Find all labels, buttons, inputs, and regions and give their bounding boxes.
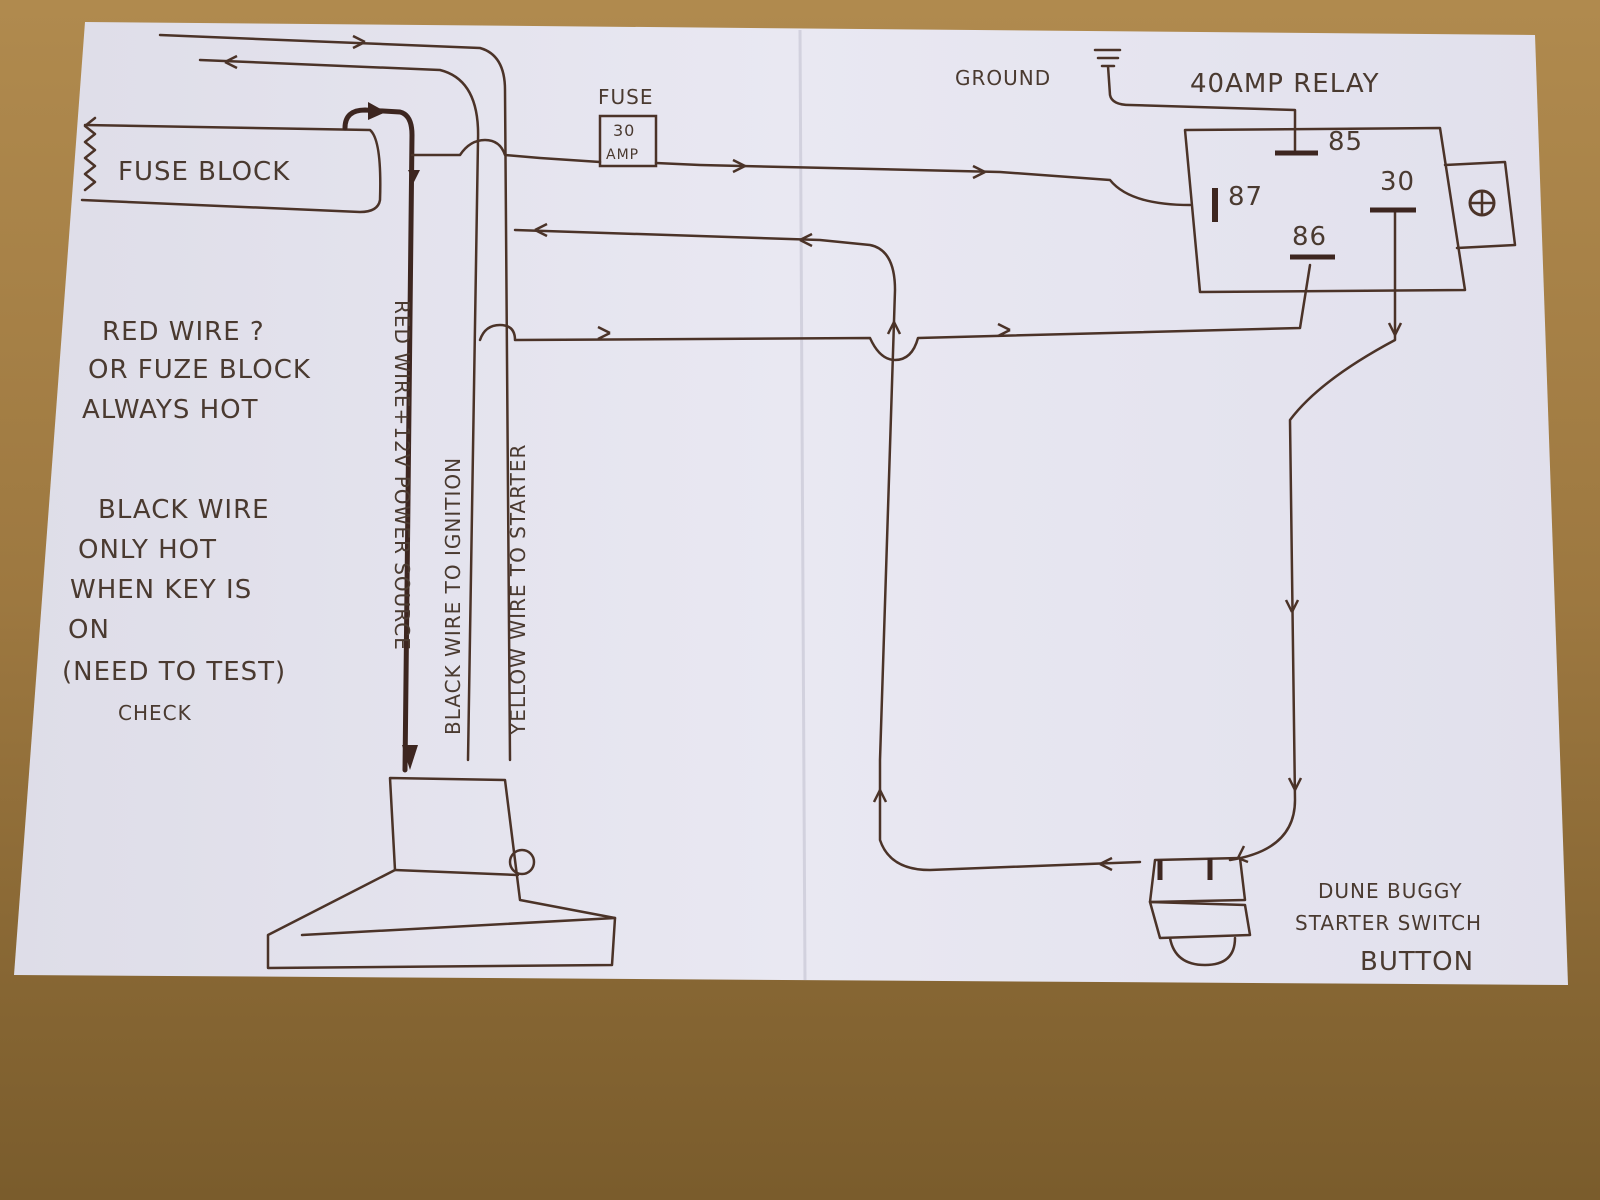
pin-30: 30 (1380, 167, 1415, 197)
switch-label-line-1: DUNE BUGGY (1318, 879, 1463, 903)
pin-87: 87 (1228, 182, 1263, 212)
paper-sheet (14, 22, 1568, 985)
ignition-switch (266, 776, 617, 970)
red-wire-note: RED WIRE ? OR FUZE BLOCK ALWAYS HOT (82, 317, 311, 425)
note-line: WHEN KEY IS (70, 575, 252, 605)
fuse: FUSE 30 AMP (598, 85, 658, 168)
fuse-label: FUSE (598, 85, 653, 109)
yellow-wire-label: YELLOW WIRE TO STARTER (506, 444, 530, 736)
note-line: ONLY HOT (78, 535, 217, 565)
red-wire-label: RED WIRE+12V POWER SOURCE (390, 300, 414, 651)
ground-label: GROUND (955, 66, 1051, 90)
paper-fold (798, 29, 807, 981)
note-line: ON (68, 615, 110, 645)
starter-switch-button: DUNE BUGGY STARTER SWITCH BUTTON (1148, 856, 1482, 977)
switch-label-line-2: STARTER SWITCH (1295, 911, 1482, 935)
pin-86: 86 (1292, 222, 1327, 252)
note-line: OR FUZE BLOCK (88, 355, 311, 385)
fuse-rating-unit: AMP (606, 147, 639, 163)
relay-title: 40AMP RELAY (1190, 69, 1379, 99)
black-wire-label: BLACK WIRE TO IGNITION (441, 457, 465, 735)
ground-symbol: GROUND (955, 48, 1297, 152)
pin-85: 85 (1328, 127, 1363, 157)
note-line: RED WIRE ? (102, 317, 265, 347)
relay: 40AMP RELAY 85 87 30 86 (1183, 69, 1517, 294)
note-line: CHECK (118, 701, 192, 725)
note-line: ALWAYS HOT (82, 395, 259, 425)
fuse-block: FUSE BLOCK (80, 116, 382, 214)
note-line: (NEED TO TEST) (62, 657, 286, 687)
switch-label-line-3: BUTTON (1360, 947, 1474, 977)
fuse-block-label: FUSE BLOCK (118, 157, 290, 187)
black-wire-note: BLACK WIRE ONLY HOT WHEN KEY IS ON (NEED… (62, 495, 286, 725)
note-line: BLACK WIRE (98, 495, 270, 525)
fuse-rating: 30 (613, 121, 635, 140)
